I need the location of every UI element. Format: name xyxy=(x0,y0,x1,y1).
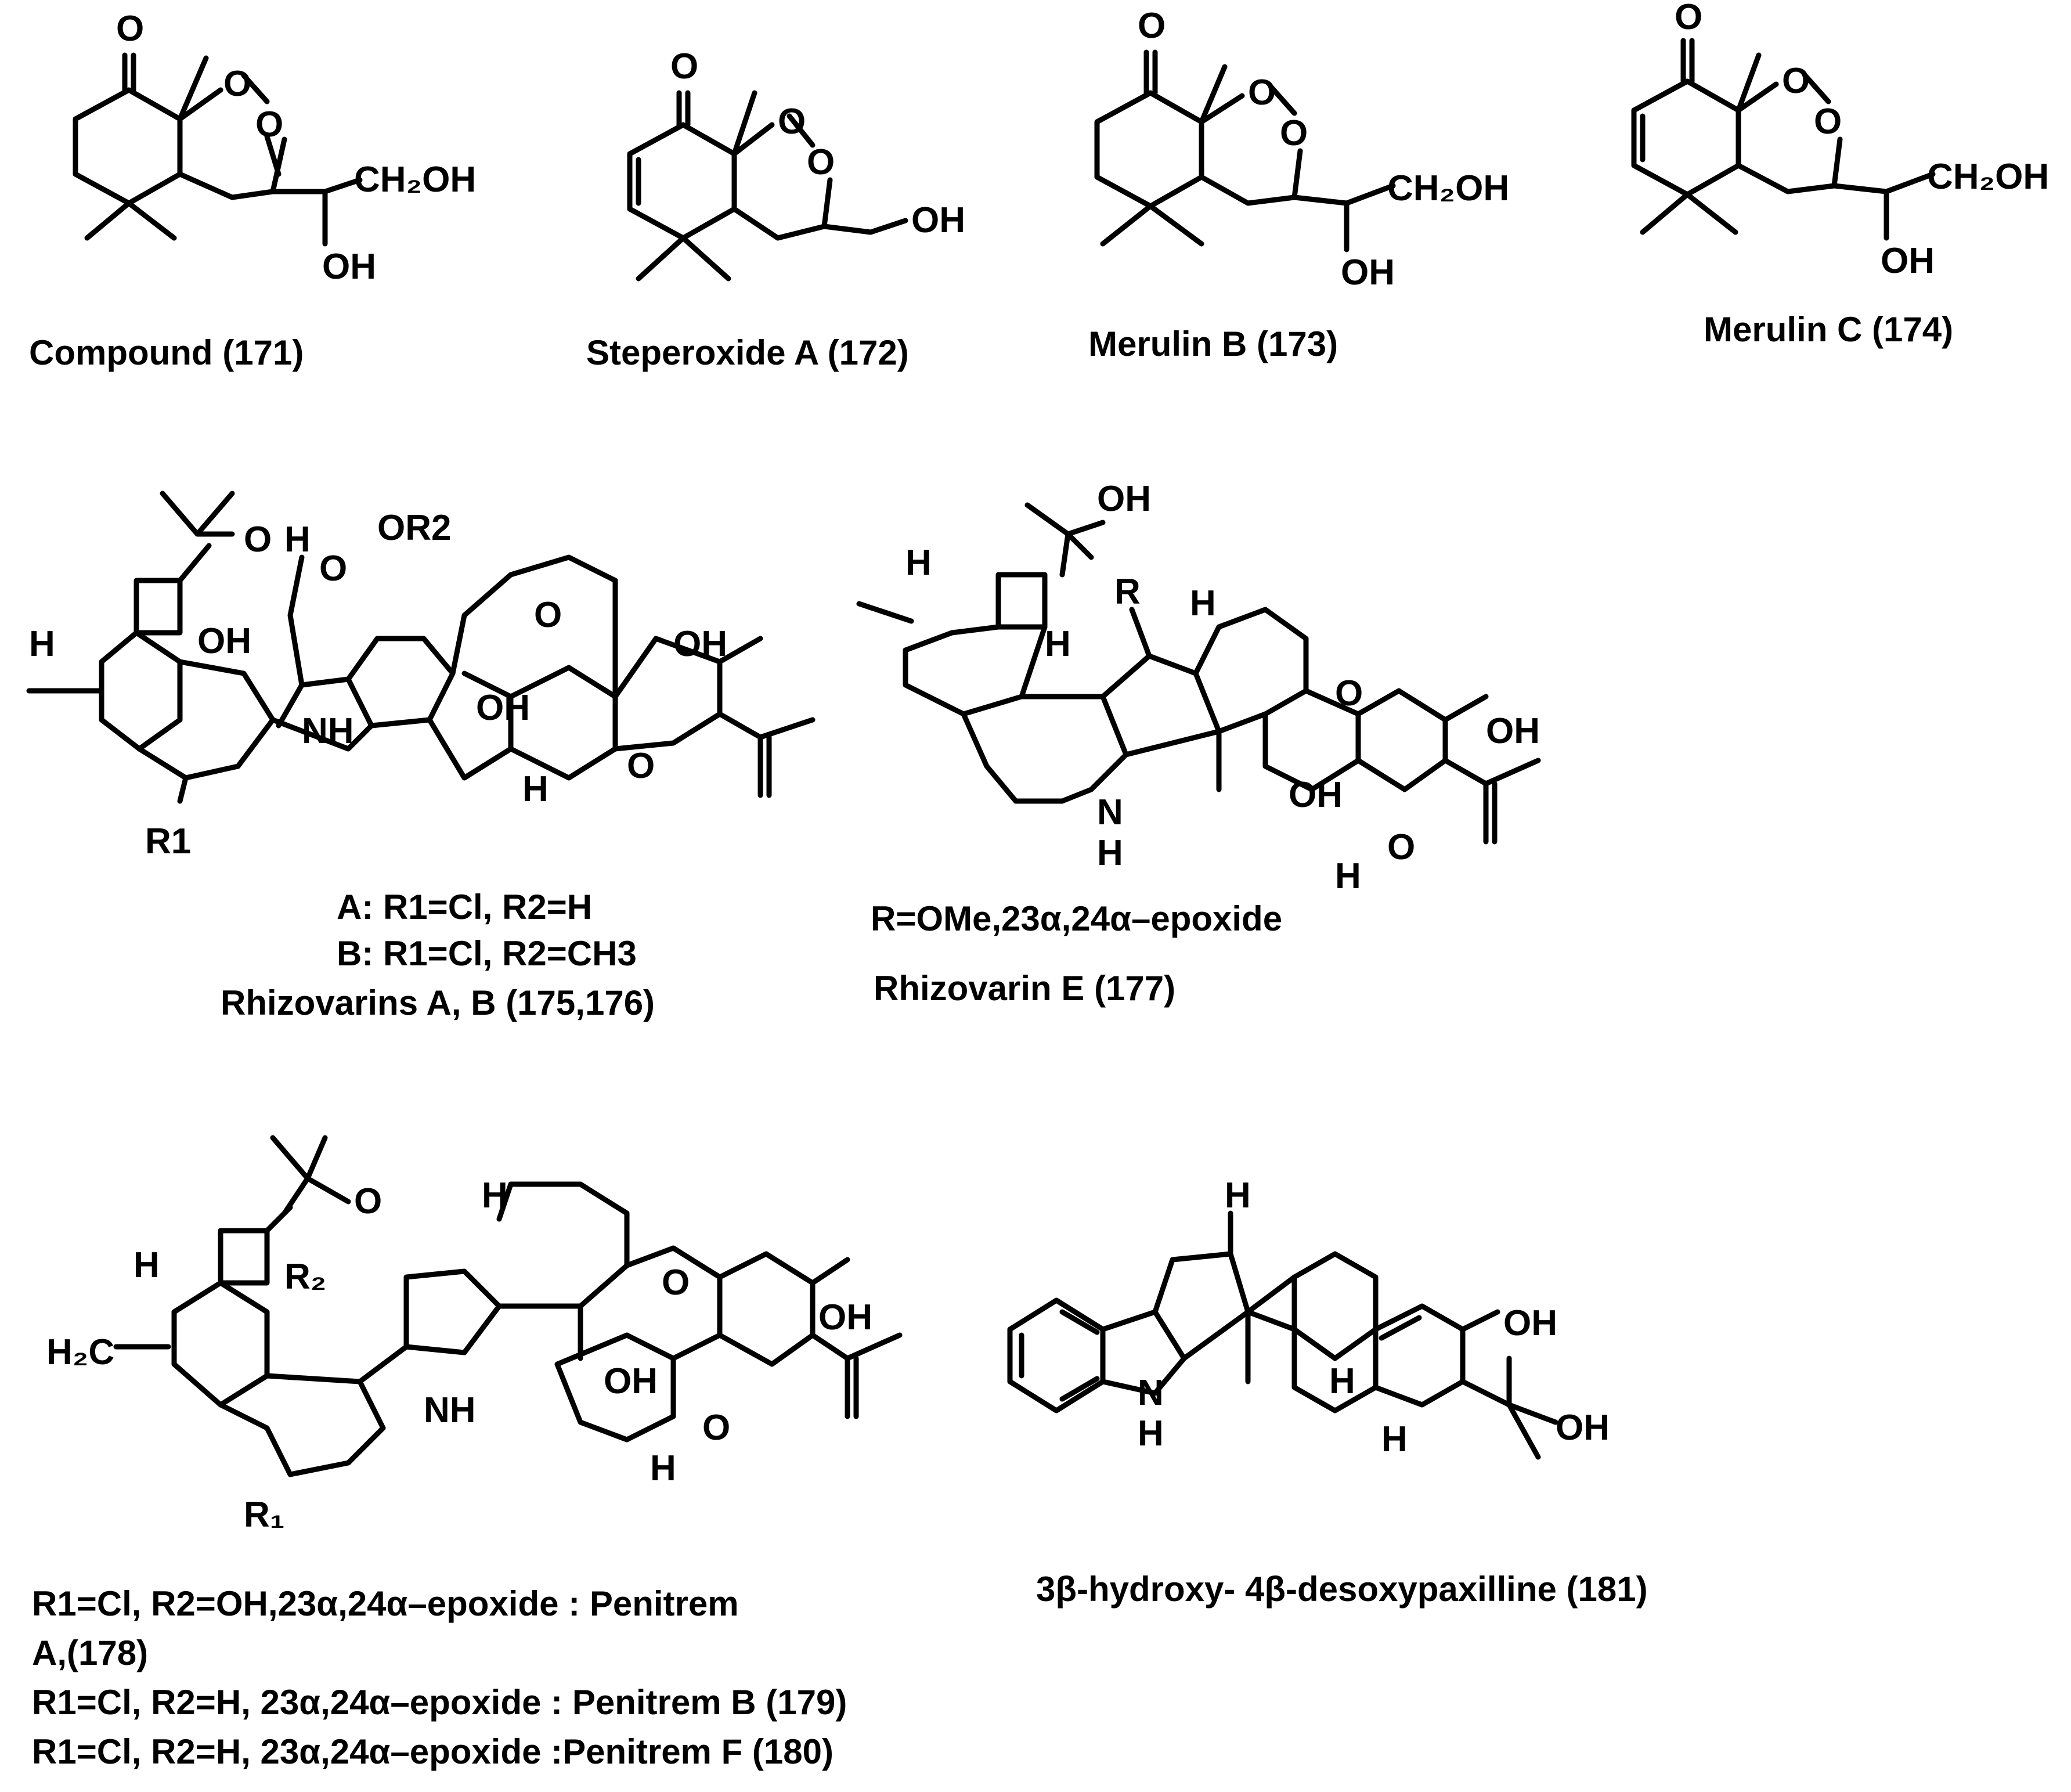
h-label-177-c: H xyxy=(1045,624,1071,664)
ether-o-175: O xyxy=(244,520,272,560)
nh-n-label-181: N xyxy=(1138,1373,1164,1413)
pyran-o-175: O xyxy=(627,746,655,786)
caption-merulin-c-174: Merulin C (174) xyxy=(1704,310,1954,349)
carbonyl-oxygen-174: O xyxy=(1675,0,1702,37)
r2-label-178: R₂ xyxy=(284,1257,326,1297)
oh-label-178-a: OH xyxy=(818,1297,872,1337)
r1-label-178: R₁ xyxy=(244,1495,284,1535)
caption-steperoxide-a-172: Steperoxide A (172) xyxy=(586,333,909,372)
caption-merulin-b-173: Merulin B (173) xyxy=(1088,324,1338,363)
h-label-181-top: H xyxy=(1225,1176,1251,1216)
nh-h-label-177: H xyxy=(1097,833,1123,873)
structure-177: OH H R H H O OH N H OH O H xyxy=(856,479,1541,896)
ch2oh-label-173: CH₂OH xyxy=(1387,168,1509,208)
oh-label-177-top: OH xyxy=(1097,479,1151,519)
peroxide-o1-173: O xyxy=(1248,73,1276,113)
nh-h-label-181: H xyxy=(1138,1414,1164,1454)
oh-label-181-b: OH xyxy=(1556,1408,1610,1448)
h2c-label-178: H₂C xyxy=(46,1332,114,1372)
or2-label-175: OR2 xyxy=(377,508,451,548)
caption-rhizovarin-a-substituents: A: R1=Cl, R2=H xyxy=(337,888,593,926)
caption-compound-171: Compound (171) xyxy=(29,333,304,372)
epoxide-o-177: O xyxy=(1335,673,1363,713)
peroxide-o1-171: O xyxy=(223,64,251,104)
caption-desoxypaxilline-181: 3β-hydroxy- 4β-desoxypaxilline (181) xyxy=(1036,1570,1648,1609)
h-label-178-top: H xyxy=(482,1176,508,1216)
h-label-177-d: H xyxy=(1335,856,1361,896)
ring-o-175: O xyxy=(319,549,347,589)
oh-label-175-c: OH xyxy=(476,688,530,728)
caption-rhizovarin-b-substituents: B: R1=Cl, R2=CH3 xyxy=(337,934,637,973)
h-label-178-bottom: H xyxy=(650,1448,676,1488)
nh-label-178: NH xyxy=(424,1390,476,1430)
carbonyl-oxygen-173: O xyxy=(1138,6,1166,46)
oh-label-172: OH xyxy=(911,200,965,240)
carbonyl-oxygen-171: O xyxy=(116,9,144,49)
h-label-175-bottom: H xyxy=(522,769,549,809)
structure-178-180: O H H R₂ O OH H₂C NH OH O H R₁ xyxy=(46,1135,903,1535)
oh-label-177-b: OH xyxy=(1486,711,1540,751)
peroxide-o2-172: O xyxy=(807,142,835,182)
caption-penitrem-f: R1=Cl, R2=H, 23α,24α–epoxide :Penitrem F… xyxy=(32,1732,834,1771)
pyran-o-178: O xyxy=(702,1408,730,1448)
oh-label-171: OH xyxy=(322,247,376,287)
oh-label-173: OH xyxy=(1341,253,1395,293)
h-label-177-b: H xyxy=(1190,583,1216,623)
structure-172: O O O OH xyxy=(627,46,965,282)
epoxide-o-175: O xyxy=(534,595,562,635)
caption-penitrem-a-line1: R1=Cl, R2=OH,23α,24α–epoxide : Penitrem xyxy=(32,1584,739,1623)
nh-label-175: NH xyxy=(302,711,354,751)
h-label-181-bottom: H xyxy=(1381,1419,1408,1459)
r1-label-175: R1 xyxy=(145,821,191,861)
peroxide-o2-174: O xyxy=(1814,102,1842,142)
h-label-175-top: H xyxy=(284,520,311,560)
pyran-o-177: O xyxy=(1387,827,1415,867)
caption-rhizovarin-e-substituents: R=OMe,23α,24α–epoxide xyxy=(871,899,1283,938)
ch2oh-label-171: CH₂OH xyxy=(354,160,476,200)
structure-181: H OH H N H OH H xyxy=(1007,1176,1610,1460)
caption-rhizovarin-e: Rhizovarin E (177) xyxy=(874,969,1176,1008)
caption-penitrem-a-line2: A,(178) xyxy=(32,1634,149,1672)
peroxide-o2-171: O xyxy=(255,104,283,145)
structure-175-176: O H O OR2 H OH O OH NH OH O H R1 xyxy=(26,491,816,861)
oh-label-181-a: OH xyxy=(1503,1303,1557,1343)
structure-171: O O O CH₂OH OH xyxy=(73,9,476,287)
oh-label-178-b: OH xyxy=(604,1361,658,1401)
oh-label-174: OH xyxy=(1881,241,1935,281)
caption-rhizovarins-a-b: Rhizovarins A, B (175,176) xyxy=(221,983,655,1022)
h-label-178-left: H xyxy=(134,1245,160,1285)
h-label-181-mid: H xyxy=(1329,1361,1355,1401)
peroxide-o1-174: O xyxy=(1782,61,1810,101)
nh-n-label-177: N xyxy=(1097,792,1123,832)
h-label-177-a: H xyxy=(905,543,932,583)
peroxide-o1-172: O xyxy=(778,102,806,142)
epoxide-o-178: O xyxy=(662,1263,690,1303)
ch2oh-label-174: CH₂OH xyxy=(1927,157,2049,197)
oh-label-175-a: OH xyxy=(197,621,251,661)
structure-173: O O O CH₂OH OH xyxy=(1094,6,1509,293)
oh-label-175-b: OH xyxy=(673,624,727,664)
caption-penitrem-b: R1=Cl, R2=H, 23α,24α–epoxide : Penitrem … xyxy=(32,1683,847,1722)
h-label-175-left: H xyxy=(29,624,55,664)
oh-label-177-c: OH xyxy=(1289,775,1343,815)
peroxide-o2-173: O xyxy=(1280,113,1308,153)
r-label-177: R xyxy=(1114,572,1141,612)
ether-o-178: O xyxy=(354,1181,382,1221)
carbonyl-oxygen-172: O xyxy=(670,46,698,86)
structure-174: O O O CH₂OH OH xyxy=(1631,0,2049,281)
